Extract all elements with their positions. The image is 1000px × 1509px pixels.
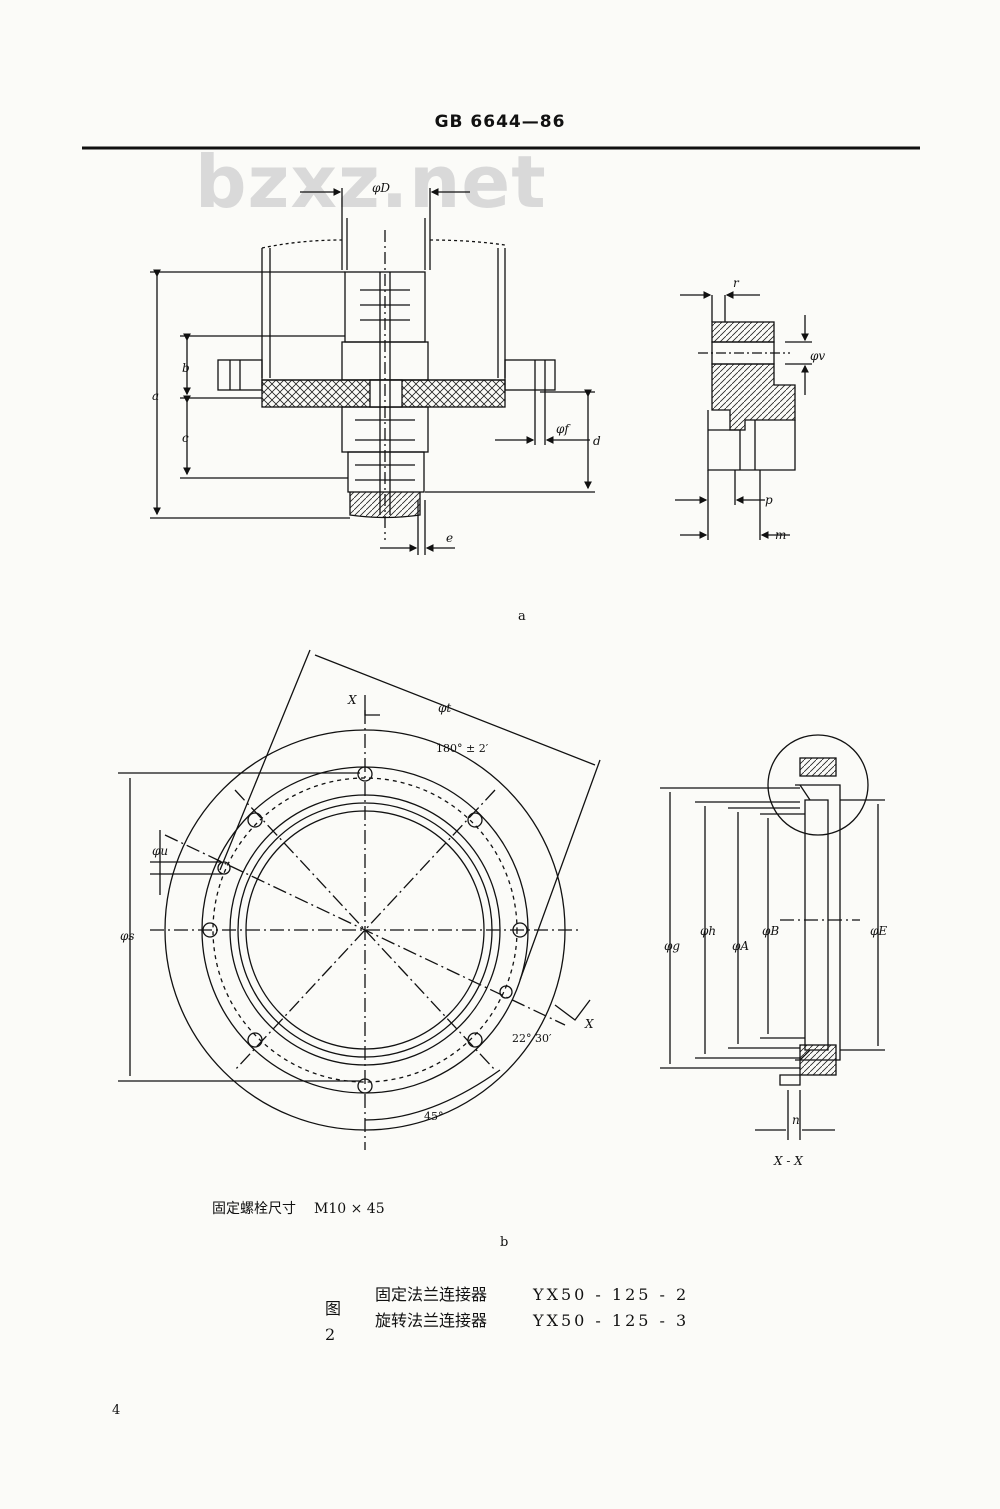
figure-number: 图 2 [325,1299,342,1344]
label-phi-A: φA [732,939,749,953]
label-p: p [765,493,773,507]
label-b: b [182,361,190,375]
label-d: d [593,434,601,448]
label-phi-v: φv [810,349,825,363]
label-phi-f: φf [556,422,571,436]
watermark: bzxz.net [195,140,547,224]
label-phi-t: φt [438,701,451,715]
label-r: r [733,276,740,290]
label-phi-D: φD [372,181,390,195]
bolt-size-note: 固定螺栓尺寸 M10 × 45 [212,1198,385,1218]
bolt-size-value: M10 × 45 [314,1201,385,1217]
label-phi-h: φh [700,924,716,938]
caption-line-2-code: YX50 - 125 - 3 [533,1311,690,1330]
label-m: m [775,528,786,542]
figure-b-subcaption: b [500,1235,509,1250]
caption-line-1-code: YX50 - 125 - 2 [533,1285,690,1304]
label-a: a [152,389,159,403]
label-phi-u: φu [152,844,168,858]
label-e: e [446,531,453,545]
label-c: c [182,431,189,445]
label-section-x-x: X - X [773,1154,803,1168]
caption-line-1: 固定法兰连接器 YX50 - 125 - 2 [375,1282,686,1308]
figure-b-drawing: φt 180° ± 2′ X X φu φs 22° 30′ 45° φg φh… [118,649,887,1168]
caption-line-1-name: 固定法兰连接器 [375,1285,488,1304]
figure-a-drawing: φD a b c d φf e r φv p m a [150,181,825,624]
caption-line-2-name: 旋转法兰连接器 [375,1311,488,1330]
standard-number-header: GB 6644—86 [434,112,566,132]
bolt-size-label: 固定螺栓尺寸 [212,1201,296,1217]
label-angle-180: 180° ± 2′ [436,742,489,755]
label-phi-s: φs [120,929,135,943]
label-n: n [792,1113,800,1127]
label-phi-B: φB [762,924,779,938]
label-x-right: X [584,1017,594,1031]
caption-line-2: 旋转法兰连接器 YX50 - 125 - 3 [375,1308,686,1334]
page-number: 4 [112,1403,121,1418]
label-phi-E: φE [870,924,887,938]
label-angle-45: 45° [424,1110,444,1123]
label-phi-g: φg [664,939,680,953]
figure-a-subcaption: a [518,609,526,624]
label-angle-22-30: 22° 30′ [512,1032,552,1045]
label-x-top: X [347,693,357,707]
